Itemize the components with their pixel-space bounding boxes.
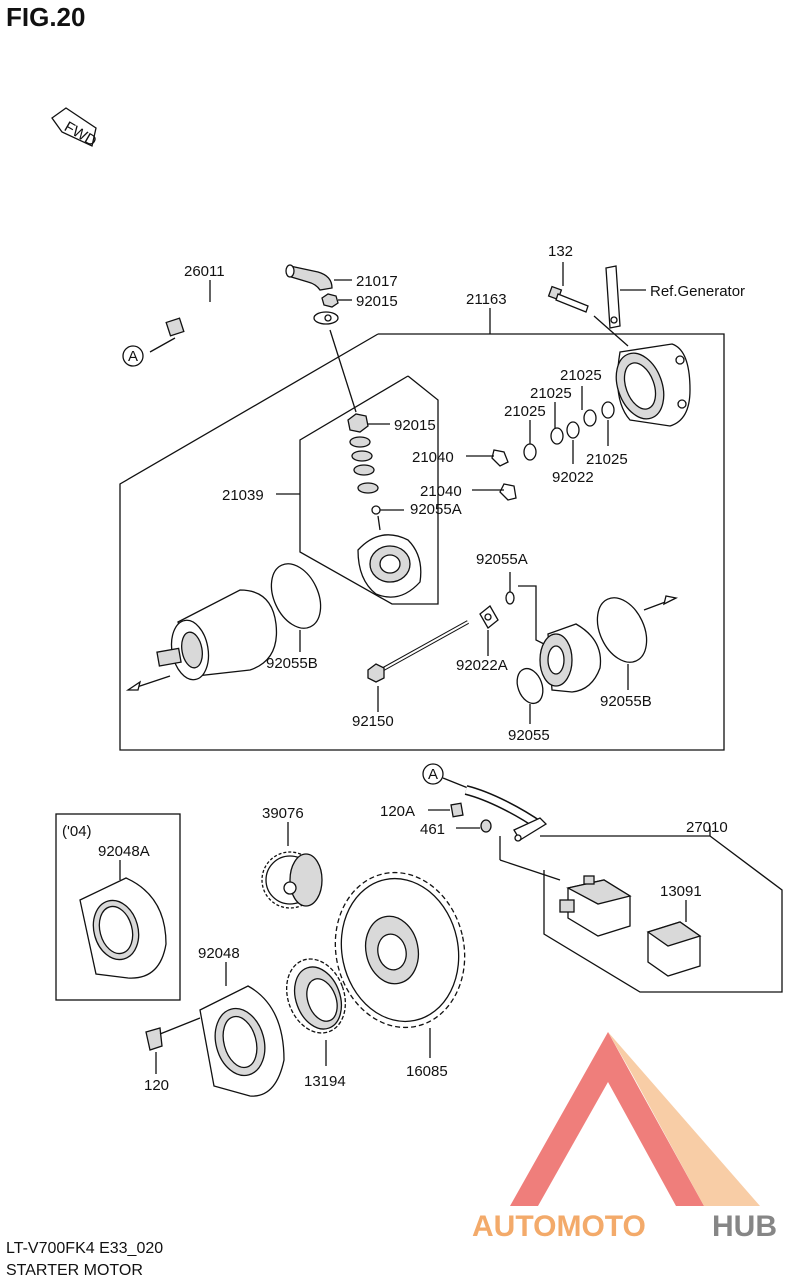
nut-92015-top (321, 293, 352, 308)
part-label-16085: 16085 (406, 1063, 448, 1080)
o-ring-92055 (516, 667, 544, 705)
generator-bracket (605, 265, 646, 329)
part-label-21017: 21017 (356, 273, 398, 290)
watermark-text-2: HUB (712, 1210, 777, 1243)
part-label-21025-c: 21025 (504, 403, 546, 420)
part-label-21025-b: 21025 (530, 385, 572, 402)
part-label-92015-mid: 92015 (394, 417, 436, 434)
ref-marker-label: A (128, 348, 138, 365)
part-label-92022: 92022 (552, 469, 594, 486)
model-code: LT-V700FK4 E33_020 (6, 1240, 164, 1257)
plate-92048 (199, 962, 285, 1097)
starter-clutch-13194 (286, 958, 346, 1066)
assembly-outline-21163 (119, 333, 725, 751)
part-label-13091: 13091 (660, 883, 702, 900)
ref-marker-a-top: A (122, 345, 144, 367)
part-label-120: 120 (144, 1077, 169, 1094)
part-label-21163: 21163 (466, 291, 507, 308)
idle-gear-39076 (261, 822, 323, 909)
brush-21040 (466, 449, 517, 501)
watermark-logo: AUTOMOTO HUB (472, 1032, 777, 1243)
part-label-39076: 39076 (262, 805, 304, 822)
part-label-92055a-a: 92055A (410, 501, 462, 518)
variant-box (55, 813, 181, 1001)
terminal-boot-21017 (285, 264, 352, 291)
watermark-text-1: AUTOMOTO (472, 1210, 646, 1243)
part-label-21039: 21039 (222, 487, 264, 504)
bolt-120 (145, 1017, 201, 1074)
part-label-92015-top: 92015 (356, 293, 398, 310)
part-label-13194: 13194 (304, 1073, 346, 1090)
o-ring-92055b-left (270, 563, 322, 629)
bolt-120a (428, 802, 464, 818)
part-label-92055b-left: 92055B (266, 655, 318, 672)
washer-92022a (479, 605, 499, 656)
fwd-arrow-icon: FWD (51, 107, 100, 150)
ref-marker-a-bottom: A (422, 763, 548, 842)
part-label-26011: 26011 (184, 263, 225, 280)
part-label-461: 461 (420, 821, 445, 838)
part-label-120a: 120A (380, 803, 415, 820)
part-label-21040-a: 21040 (412, 449, 454, 466)
section-name: STARTER MOTOR (6, 1262, 143, 1279)
part-label-21040-b: 21040 (420, 483, 462, 500)
part-label-21025-a: 21025 (560, 367, 602, 384)
terminal-stack (347, 413, 390, 494)
starter-driven-gear-16085 (334, 871, 466, 1058)
ref-marker-label-2: A (428, 766, 438, 783)
assembly-outline-21039 (299, 375, 439, 605)
part-label-92055: 92055 (508, 727, 550, 744)
through-bolt-92150 (367, 620, 469, 712)
brush-holder-plate (276, 493, 422, 598)
part-label-21025-d: 21025 (586, 451, 628, 468)
starter-relay (559, 875, 632, 937)
o-ring-92055a (505, 591, 515, 605)
washer-stack-21025 (523, 386, 615, 464)
figure-title: FIG.20 (6, 2, 86, 32)
part-label-132: 132 (548, 243, 573, 260)
ref-generator-label: Ref.Generator (650, 283, 745, 300)
plate-92048a (79, 860, 167, 979)
bolt-132 (547, 262, 589, 313)
cable-26011 (149, 280, 339, 353)
washer-461 (456, 819, 492, 833)
o-ring-92055b-right (596, 597, 648, 663)
part-label-92048a: 92048A (98, 843, 150, 860)
part-label-27010: 27010 (686, 819, 728, 836)
relay-cover-13091 (646, 900, 702, 977)
motor-yoke (125, 589, 278, 691)
end-housing (593, 315, 691, 427)
part-label-92150: 92150 (352, 713, 394, 730)
part-label-92055a-b: 92055A (476, 551, 528, 568)
part-label-92055b-right: 92055B (600, 693, 652, 710)
part-label-92022a: 92022A (456, 657, 508, 674)
variant-note: ('04) (62, 823, 92, 840)
part-label-92048: 92048 (198, 945, 240, 962)
front-housing (518, 585, 602, 693)
